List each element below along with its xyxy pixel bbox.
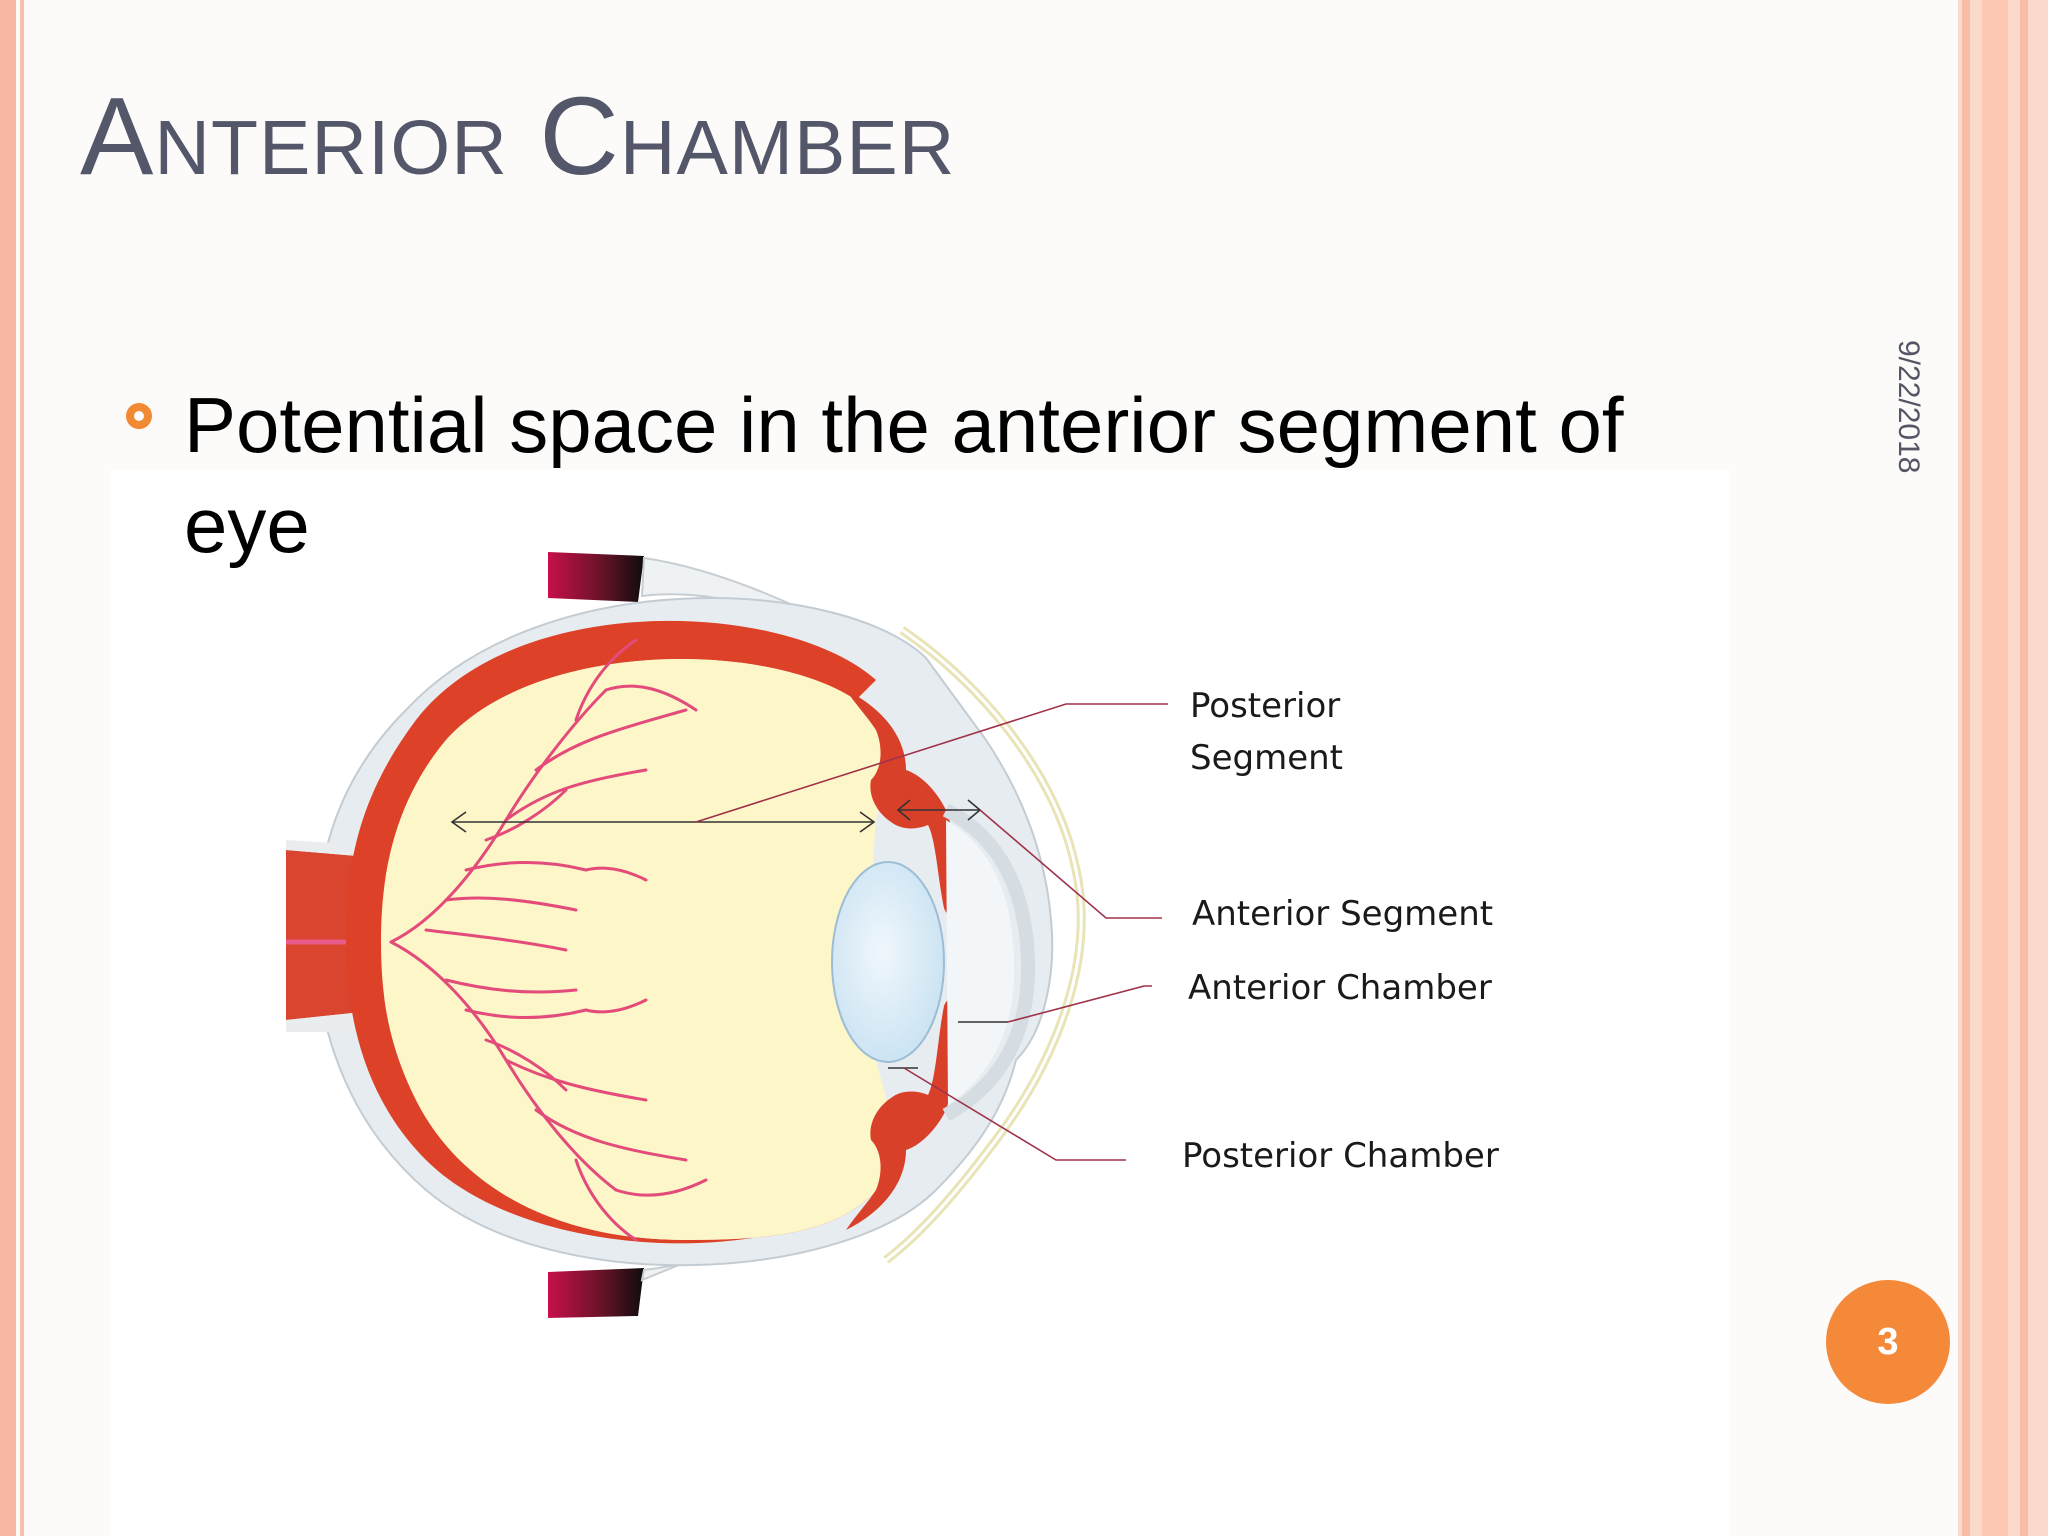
- left-border-stripe: [0, 0, 16, 1536]
- leader-lines: [695, 703, 1168, 1161]
- eye-anatomy-diagram: [286, 552, 1168, 1318]
- bullet-circle-icon: [126, 403, 152, 429]
- choroid-layer: [346, 620, 886, 1244]
- segment-arrows: [450, 799, 1008, 1069]
- label-anterior-segment: Anterior Segment: [1192, 894, 1494, 934]
- label-anterior-chamber: Anterior Chamber: [1188, 968, 1492, 1008]
- vitreous-body: [381, 659, 895, 1240]
- page-number-badge: 3: [1826, 1280, 1950, 1404]
- right-border-line: [2020, 0, 2028, 1536]
- iris-upper: [846, 690, 963, 915]
- label-posterior-segment: Posterior Segment: [1190, 686, 1343, 778]
- right-border-line: [1982, 0, 2008, 1536]
- lens: [831, 861, 945, 1063]
- right-border-line: [1962, 0, 1970, 1536]
- slide-date: 9/22/2018: [1892, 340, 1925, 474]
- iris-lower: [846, 999, 963, 1230]
- bullet-text: Potential space in the anterior segment …: [184, 381, 1624, 569]
- cornea: [942, 803, 1036, 1122]
- slide-title: Anterior Chamber: [80, 75, 956, 198]
- retinal-vessels: [389, 638, 708, 1242]
- left-border-inner-stripe: [20, 0, 24, 1536]
- label-posterior-chamber: Posterior Chamber: [1182, 1136, 1499, 1176]
